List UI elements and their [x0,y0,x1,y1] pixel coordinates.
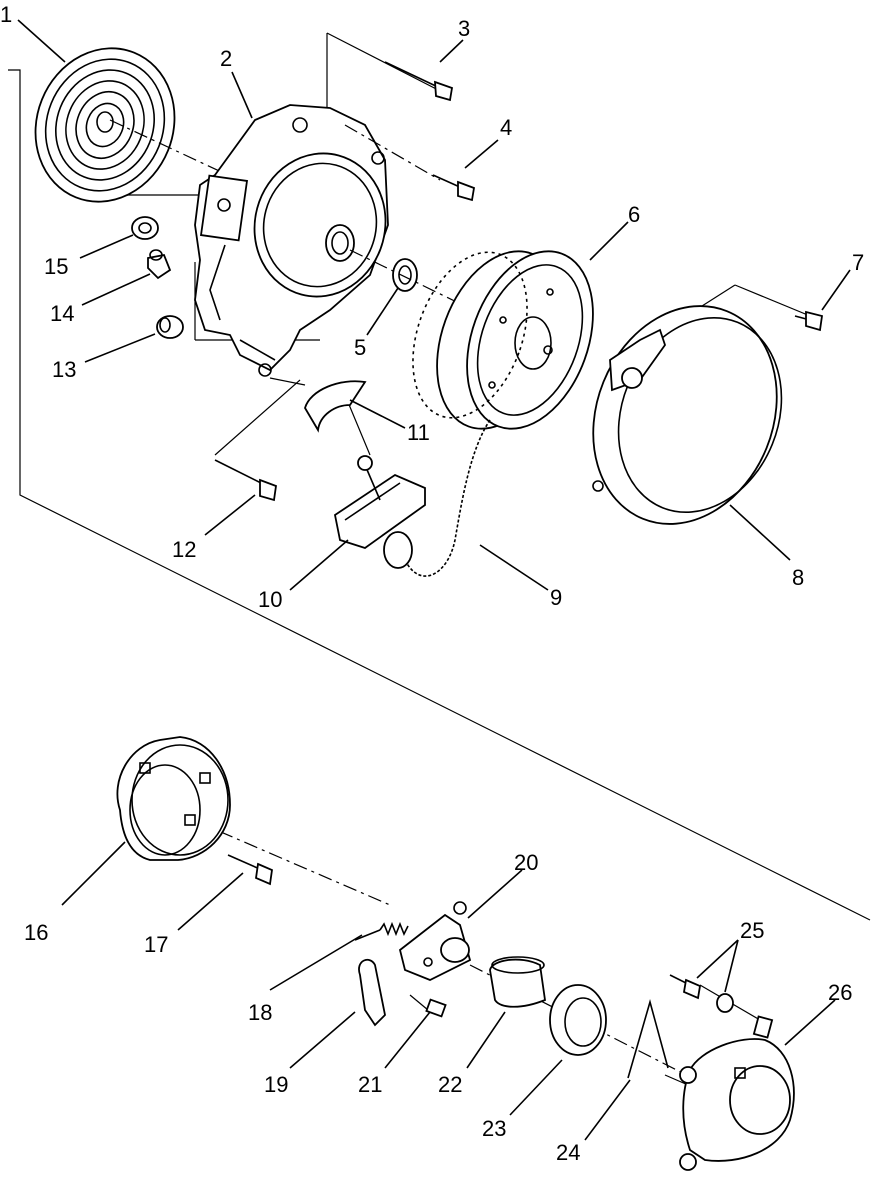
pawl-spring [354,921,409,941]
callout-13: 13 [52,357,76,382]
screw-17 [227,854,273,886]
rope-handle [333,455,426,569]
washer-15 [131,216,159,240]
callout-20: 20 [514,850,538,875]
handle-insert [304,380,367,433]
callout-7: 7 [852,250,864,275]
retainer-ring [116,736,231,861]
nipple-14 [147,249,172,280]
bolt-and-washer-25 [669,974,734,1013]
leader-lines [17,19,851,1141]
bolt-7 [794,310,824,332]
callout-18: 18 [248,1000,272,1025]
bushing-22 [489,956,546,1008]
callout-12: 12 [172,537,196,562]
callout-labels: 1 2 3 4 5 6 7 8 9 10 11 12 13 14 15 16 1… [0,2,864,1165]
callout-14: 14 [50,301,74,326]
callout-21: 21 [358,1072,382,1097]
bearing-23 [549,984,607,1056]
rope-pulley [412,250,594,430]
callout-11: 11 [407,420,430,445]
callout-22: 22 [438,1072,462,1097]
callout-4: 4 [500,115,512,140]
callout-26: 26 [828,980,852,1005]
callout-8: 8 [792,565,804,590]
callout-19: 19 [264,1072,288,1097]
mounting-plate [679,1015,795,1171]
callout-3: 3 [458,16,470,41]
spring-clip [627,999,669,1079]
callout-1: 1 [0,2,12,27]
pawl-bracket [398,901,472,981]
pin-21 [425,998,447,1018]
callout-6: 6 [628,202,640,227]
bolt-4 [344,124,476,202]
starter-rope [404,419,491,577]
bolt-3 [384,61,454,102]
starter-housing [194,104,389,377]
callout-10: 10 [258,587,282,612]
collar-13 [156,315,184,339]
callout-24: 24 [556,1140,580,1165]
callout-9: 9 [550,585,562,610]
bolt-12 [214,459,277,502]
callout-15: 15 [44,254,68,279]
callout-25: 25 [740,918,764,943]
starter-cover [592,305,783,525]
callout-2: 2 [220,46,232,71]
callout-23: 23 [482,1116,506,1141]
callout-17: 17 [144,932,168,957]
pawl [358,958,386,1027]
callout-5: 5 [354,335,366,360]
callout-16: 16 [24,920,48,945]
